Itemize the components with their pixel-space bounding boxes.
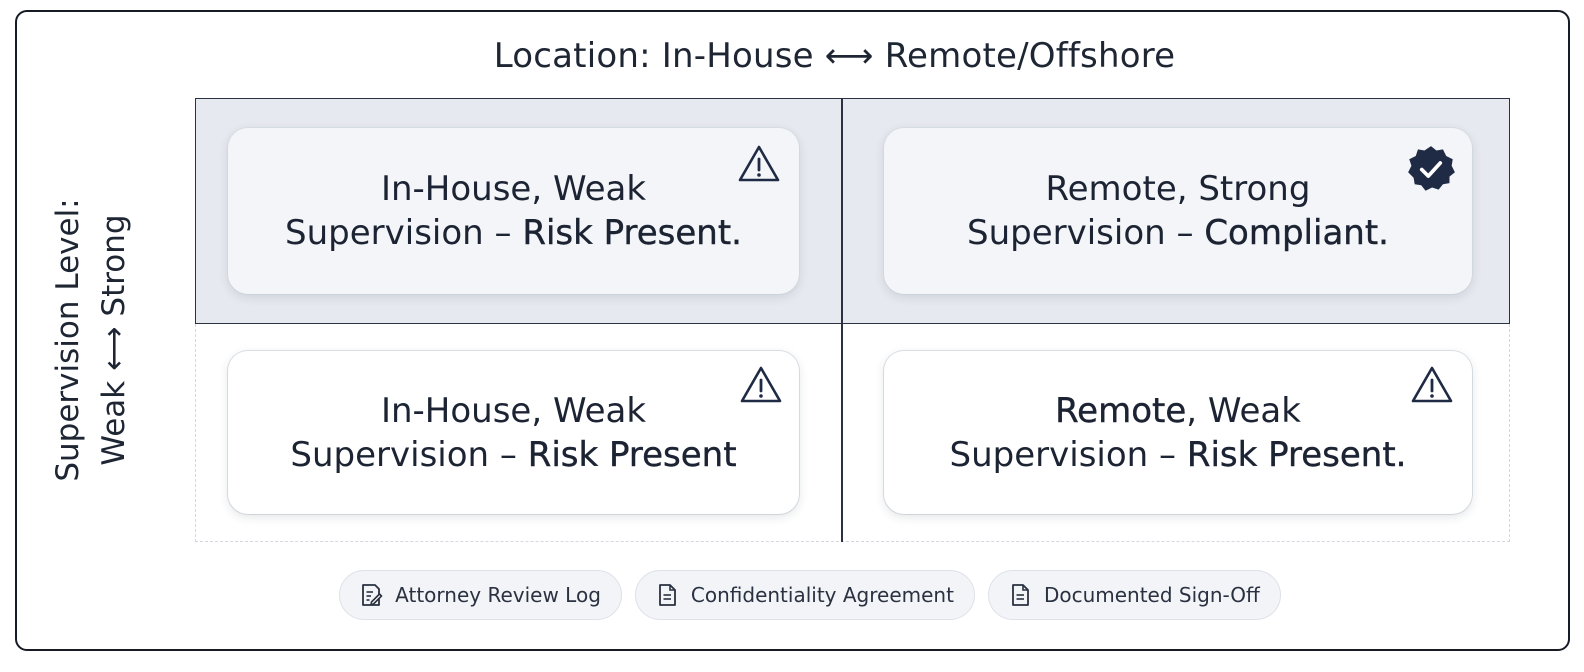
tag-attorney-review-log[interactable]: Attorney Review Log [339,570,622,620]
quadrant-card-text: Remote, Strong Supervision – Compliant. [967,167,1389,255]
card-line1: In-House, Weak [381,391,646,431]
tag-confidentiality-agreement[interactable]: Confidentiality Agreement [635,570,975,620]
verified-check-icon [1406,144,1456,194]
card-line2: Supervision – [290,435,527,475]
card-line1: In-House, Weak [381,169,646,209]
warning-icon [736,142,782,188]
tag-label: Documented Sign-Off [1044,583,1260,607]
card-line1: Remote, Strong [1046,169,1311,209]
card-status: Risk Present. [1187,435,1407,475]
quadrant-card-top-left: In-House, Weak Supervision – Risk Presen… [228,128,799,294]
card-status: Compliant. [1204,213,1389,253]
card-status: Risk Present. [522,213,742,253]
document-icon [654,582,680,608]
warning-icon [1409,363,1455,409]
y-axis: Supervision Level: Weak ⟷ Strong [36,190,146,490]
document-icon [1007,582,1033,608]
quadrant-card-text: Remote, Weak Supervision – Risk Present. [950,389,1407,477]
evidence-tags: Attorney Review Log Confidentiality Agre… [0,570,1584,620]
review-log-icon [358,582,384,608]
tag-documented-sign-off[interactable]: Documented Sign-Off [988,570,1281,620]
card-line2: Supervision – [967,213,1204,253]
tag-label: Attorney Review Log [395,583,601,607]
card-line2: Supervision – [285,213,522,253]
location-divider [841,98,843,542]
card-line1: , Weak [1186,391,1301,431]
tag-label: Confidentiality Agreement [691,583,954,607]
quadrant-card-bottom-left: In-House, Weak Supervision – Risk Presen… [228,351,799,514]
card-line1-bold: Remote [1055,391,1186,431]
y-axis-label-line2: Weak ⟷ Strong [96,214,132,465]
quadrant-card-bottom-right: Remote, Weak Supervision – Risk Present. [884,351,1472,514]
card-line2: Supervision – [950,435,1187,475]
quadrant-card-top-right: Remote, Strong Supervision – Compliant. [884,128,1472,294]
quadrant-card-text: In-House, Weak Supervision – Risk Presen… [285,167,742,255]
card-status: Risk Present [528,435,737,475]
quadrant-card-text: In-House, Weak Supervision – Risk Presen… [290,389,736,477]
y-axis-label-line1: Supervision Level: [50,198,86,481]
y-axis-label: Supervision Level: Weak ⟷ Strong [45,175,137,505]
quadrant-grid: In-House, Weak Supervision – Risk Presen… [195,98,1510,542]
x-axis-label: Location: In-House ⟷ Remote/Offshore [0,36,1584,76]
warning-icon [738,363,784,409]
